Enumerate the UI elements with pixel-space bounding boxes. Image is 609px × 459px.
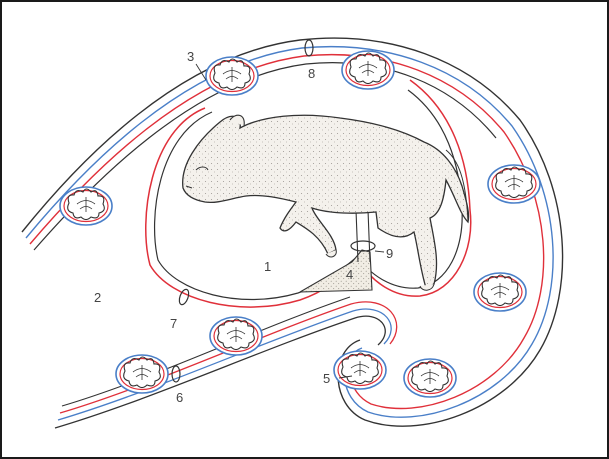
label-3: 3	[187, 49, 194, 64]
placentome-rosette-icon	[334, 351, 386, 389]
marker-loop-6	[172, 366, 180, 382]
placentome-rosette-icon	[342, 51, 394, 89]
placentome-rosette-icon	[206, 57, 258, 95]
placentome-rosette-icon	[116, 355, 168, 393]
label-2: 2	[94, 290, 101, 305]
placentome-rosette-icon	[474, 273, 526, 311]
label-6: 6	[176, 390, 183, 405]
label-4: 4	[346, 267, 353, 282]
label-5: 5	[323, 371, 330, 386]
lower-wall-inner	[62, 297, 350, 406]
marker-loop-9	[351, 241, 375, 251]
label-8: 8	[308, 66, 315, 81]
label-1: 1	[264, 259, 271, 274]
placentome-rosette-icon	[210, 317, 262, 355]
placentome-rosette-icon	[60, 187, 112, 225]
calf-fetus	[183, 115, 469, 290]
leader-3	[196, 64, 206, 80]
placentome-rosette-icon	[404, 359, 456, 397]
leader-9	[375, 251, 384, 252]
label-9: 9	[386, 246, 393, 261]
label-7: 7	[170, 316, 177, 331]
allantois-line-outer	[30, 55, 544, 409]
placentome-rosette-icon	[488, 165, 540, 203]
allantoic-stalk	[300, 250, 372, 292]
